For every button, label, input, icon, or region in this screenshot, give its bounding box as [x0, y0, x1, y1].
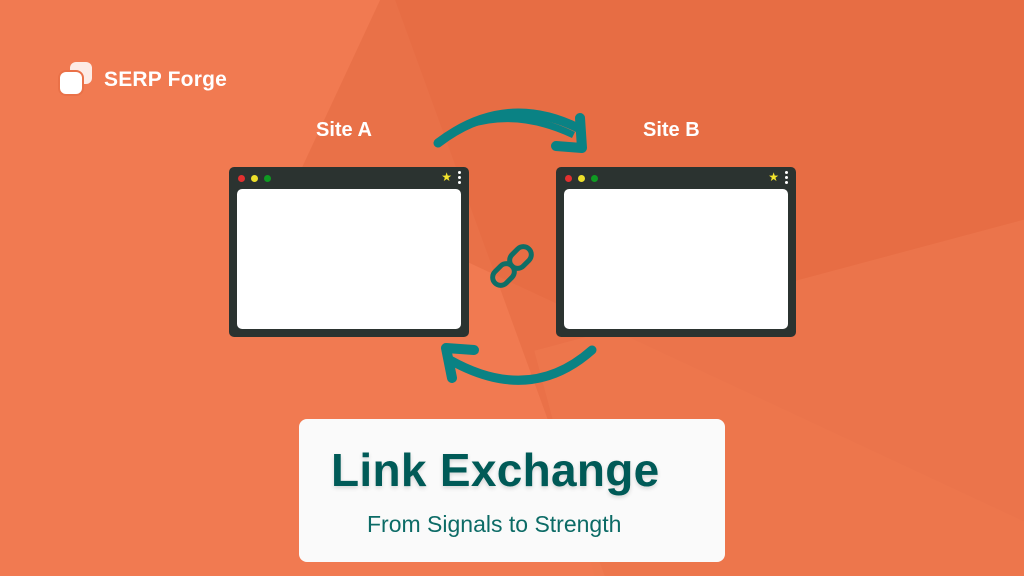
- maximize-dot-icon: [591, 175, 598, 182]
- browser-viewport: [237, 189, 461, 329]
- browser-window-site-a: ★: [229, 167, 469, 337]
- page-title: Link Exchange: [331, 444, 660, 496]
- minimize-dot-icon: [578, 175, 585, 182]
- brand-name: SERP Forge: [104, 68, 227, 91]
- arrow-left-icon: [441, 343, 597, 385]
- star-icon: ★: [768, 170, 779, 184]
- browser-viewport: [564, 189, 788, 329]
- star-icon: ★: [441, 170, 452, 184]
- kebab-menu-icon: [458, 171, 461, 186]
- chain-link-icon: [490, 244, 534, 288]
- page-subtitle: From Signals to Strength: [367, 511, 622, 537]
- title-card: Link Exchange From Signals to Strength: [299, 419, 725, 562]
- logo-icon: [60, 62, 96, 98]
- kebab-menu-icon: [785, 171, 788, 186]
- minimize-dot-icon: [251, 175, 258, 182]
- site-a-label: Site A: [316, 119, 372, 141]
- browser-window-site-b: ★: [556, 167, 796, 337]
- close-dot-icon: [565, 175, 572, 182]
- site-b-label: Site B: [643, 119, 700, 141]
- brand-logo: SERP Forge: [60, 62, 227, 98]
- maximize-dot-icon: [264, 175, 271, 182]
- close-dot-icon: [238, 175, 245, 182]
- arrow-right-icon: [433, 108, 587, 153]
